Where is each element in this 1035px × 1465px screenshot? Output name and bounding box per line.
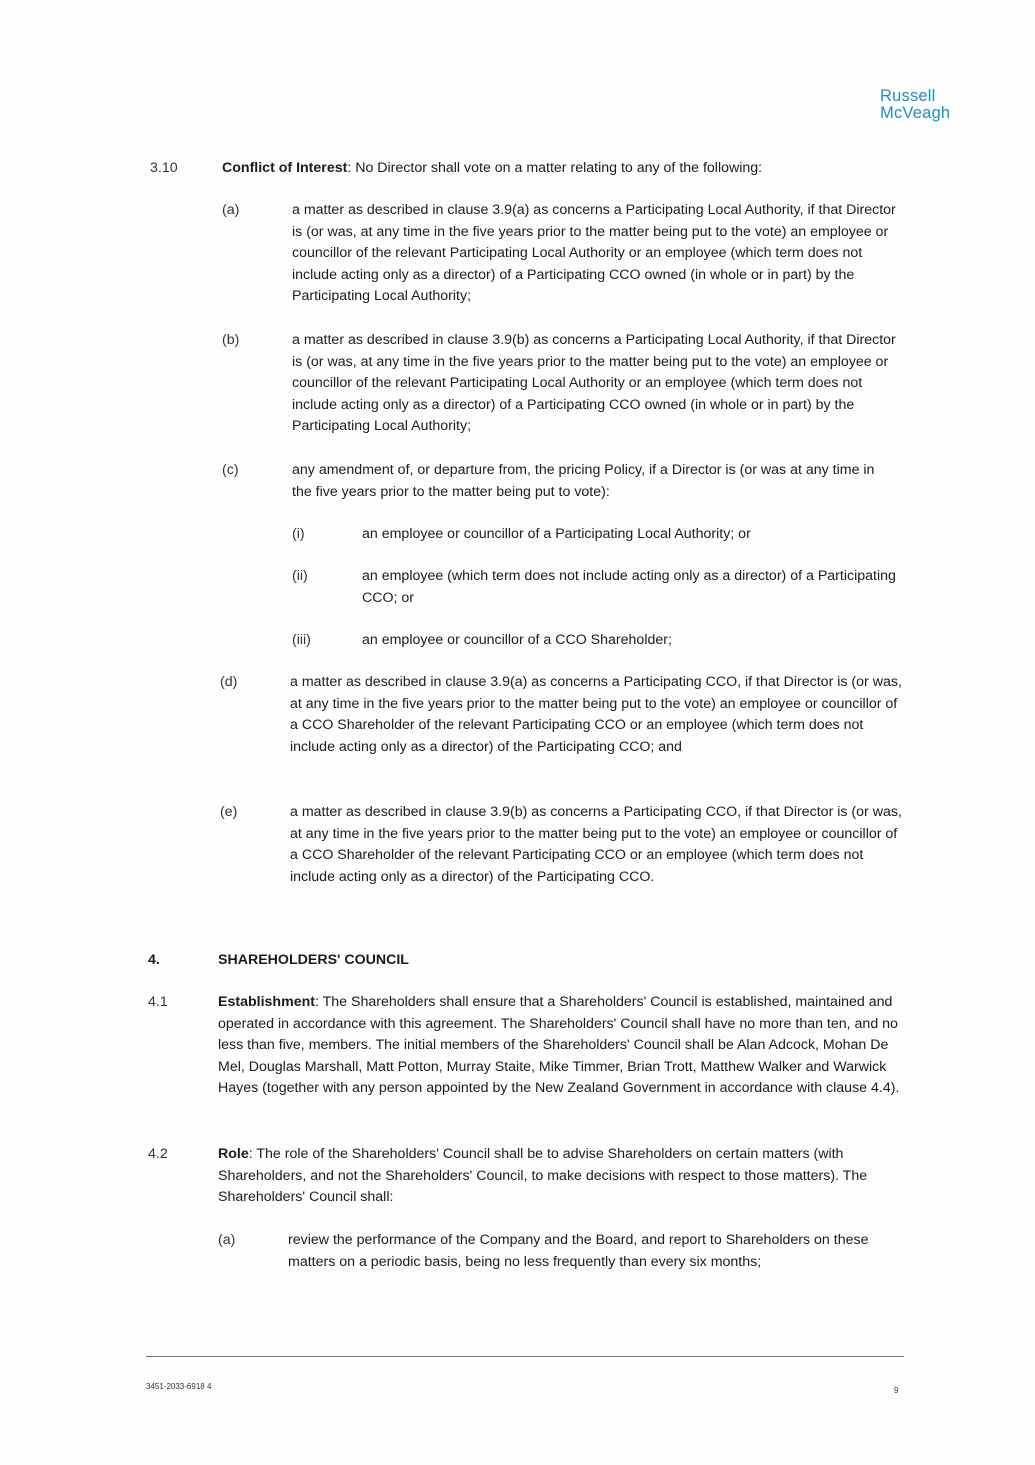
clause-4-1-title: Establishment [218, 994, 315, 1010]
logo-line-2: McVeagh [880, 104, 951, 122]
clause-3-10-intro: : No Director shall vote on a matter rel… [347, 160, 763, 176]
clause-4-2-text: : The role of the Shareholders' Council … [218, 1146, 868, 1206]
clause-4-2-a-label: (a) [218, 1232, 236, 1248]
clause-3-10-c-i-text: an employee or councillor of a Participa… [362, 526, 751, 542]
clause-4-2-number: 4.2 [148, 1146, 168, 1162]
clause-4-1-body: Establishment: The Shareholders shall en… [218, 992, 902, 1100]
clause-3-10-a-text: a matter as described in clause 3.9(a) a… [292, 202, 896, 305]
clause-3-10-title: Conflict of Interest [222, 160, 348, 176]
footer-divider [146, 1356, 904, 1357]
clause-4-2-a-text: review the performance of the Company an… [288, 1232, 869, 1270]
footer-document-reference: 3451-2033-6918 4 [146, 1382, 212, 1391]
clause-3-10-b-label: (b) [222, 332, 240, 348]
clause-4-2-body: Role: The role of the Shareholders' Coun… [218, 1144, 868, 1209]
clause-3-10-c-iii-text: an employee or councillor of a CCO Share… [362, 632, 672, 648]
clause-3-10-c-ii-text: an employee (which term does not include… [362, 568, 896, 606]
clause-3-10-b-text: a matter as described in clause 3.9(b) a… [292, 332, 896, 435]
clause-3-10-c-iii-label: (iii) [292, 632, 311, 648]
clause-3-10-c-text: any amendment of, or departure from, the… [292, 462, 875, 500]
clause-3-10-d-text: a matter as described in clause 3.9(a) a… [290, 674, 902, 755]
footer-page-number: 9 [894, 1386, 899, 1395]
clause-3-10-c-ii-label: (ii) [292, 568, 308, 584]
clause-3-10-heading: Conflict of Interest: No Director shall … [222, 158, 872, 180]
clause-3-10-c-i-label: (i) [292, 526, 305, 542]
section-4-title: SHAREHOLDERS' COUNCIL [218, 952, 409, 968]
russell-mcveagh-logo: Russell McVeagh [880, 88, 950, 122]
clause-3-10-c-label: (c) [222, 462, 239, 478]
clause-4-2-title: Role [218, 1146, 249, 1162]
clause-4-1-text: : The Shareholders shall ensure that a S… [218, 994, 900, 1097]
clause-3-10-a-label: (a) [222, 202, 240, 218]
clause-3-10-e-label: (e) [220, 804, 238, 820]
clause-3-10-d-label: (d) [220, 674, 238, 690]
logo-line-1: Russell [880, 87, 936, 105]
section-4-number: 4. [148, 952, 160, 968]
clause-4-1-number: 4.1 [148, 994, 168, 1010]
clause-3-10-e-text: a matter as described in clause 3.9(b) a… [290, 804, 902, 885]
clause-3-10-number: 3.10 [150, 160, 178, 176]
